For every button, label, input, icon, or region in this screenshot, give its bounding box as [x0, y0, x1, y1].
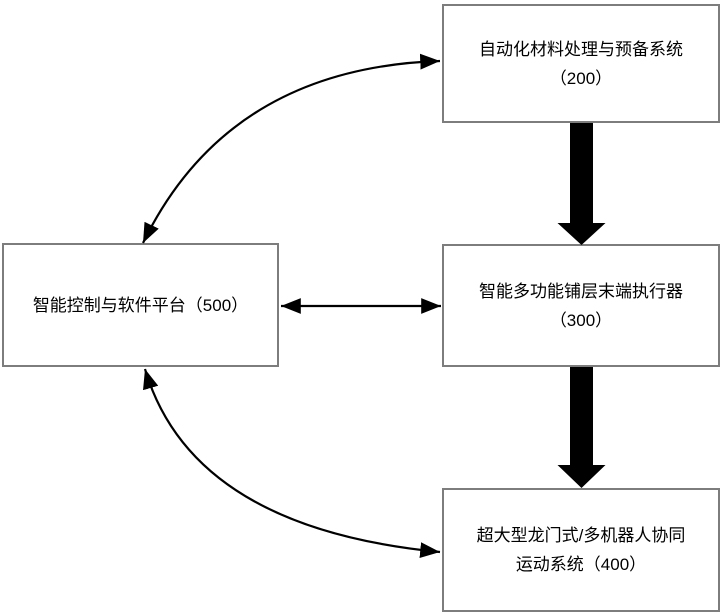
- block-arrow-200-300: [557, 123, 606, 245]
- curved-arrow-500-200: [142, 53, 441, 244]
- node-label-line: （300）: [549, 310, 613, 330]
- node-label-line: 智能多功能铺层末端执行器: [479, 281, 683, 301]
- node-label-line: 运动系统（400）: [515, 555, 647, 574]
- node-material-prep-system: 自动化材料处理与预备系统 （200）: [442, 4, 720, 123]
- node-label-line: 智能控制与软件平台（500）: [32, 295, 249, 315]
- node-layup-end-effector: 智能多功能铺层末端执行器 （300）: [442, 244, 720, 367]
- node-label-line: （200）: [549, 68, 613, 88]
- node-label-line: 超大型龙门式/多机器人协同: [476, 526, 686, 545]
- node-label-line: 自动化材料处理与预备系统: [479, 39, 683, 59]
- node-control-software-platform: 智能控制与软件平台（500）: [2, 243, 279, 367]
- node-gantry-motion-system: 超大型龙门式/多机器人协同 运动系统（400）: [442, 488, 720, 612]
- block-arrow-300-400: [557, 367, 606, 488]
- curved-arrow-500-400: [143, 368, 441, 558]
